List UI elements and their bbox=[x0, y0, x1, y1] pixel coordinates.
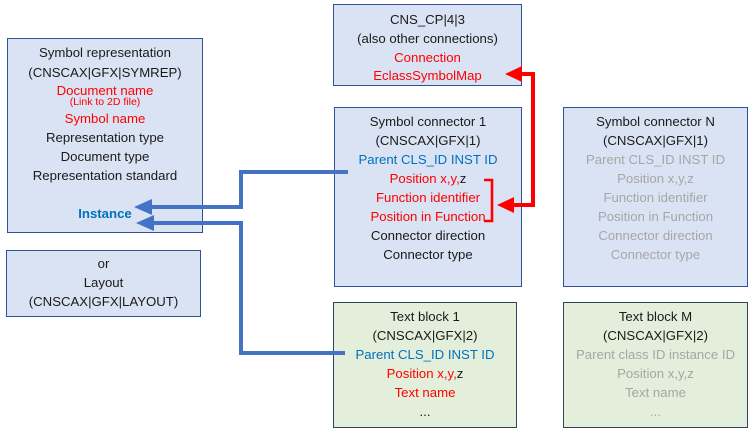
text-block-1-box: Text block 1 (CNSCAX|GFX|2) Parent CLS_I… bbox=[333, 302, 517, 428]
symbol-name-field: Symbol name bbox=[64, 111, 146, 126]
symbol-connector-n-box: Symbol connector N (CNSCAX|GFX|1) Parent… bbox=[563, 107, 748, 287]
layout-box: or Layout (CNSCAX|GFX|LAYOUT) bbox=[6, 250, 201, 317]
instance-field: Instance bbox=[78, 206, 132, 221]
connector-direction-field-n: Connector direction bbox=[598, 228, 713, 243]
text-block-m-box: Text block M (CNSCAX|GFX|2) Parent class… bbox=[563, 302, 748, 428]
parent-cls-id-field: Parent CLS_ID INST ID bbox=[358, 152, 498, 167]
text-block-1-position-field: Position x,y,z bbox=[334, 364, 516, 383]
connector-type-field: Connector type bbox=[383, 247, 473, 262]
layout-subtitle: (CNSCAX|GFX|LAYOUT) bbox=[28, 294, 179, 309]
cns-cp-title: CNS_CP|4|3 bbox=[389, 12, 466, 27]
connector-direction-field: Connector direction bbox=[370, 228, 486, 243]
text-block-1-parent-field: Parent CLS_ID INST ID bbox=[355, 347, 495, 362]
function-identifier-field: Function identifier bbox=[375, 190, 481, 205]
representation-standard-field: Representation standard bbox=[32, 168, 178, 183]
connection-field: Connection bbox=[394, 50, 461, 65]
text-block-1-ellipsis: ... bbox=[419, 404, 431, 419]
position-in-function-field-n: Position in Function bbox=[597, 209, 714, 224]
layout-title: Layout bbox=[83, 275, 124, 290]
link-to-2d-file-note: (Link to 2D file) bbox=[69, 96, 141, 108]
position-z-black: z bbox=[459, 171, 467, 186]
symbol-connector-1-box: Symbol connector 1 (CNSCAX|GFX|1) Parent… bbox=[334, 107, 522, 287]
document-type-field: Document type bbox=[60, 149, 150, 164]
representation-type-field: Representation type bbox=[45, 130, 165, 145]
text-block-m-subtitle: (CNSCAX|GFX|2) bbox=[602, 328, 709, 343]
cns-cp-subtitle: (also other connections) bbox=[357, 31, 498, 46]
text-block-m-ellipsis: ... bbox=[650, 404, 661, 419]
symbol-connector-n-subtitle: (CNSCAX|GFX|1) bbox=[602, 133, 709, 148]
eclass-symbol-map-field: EclassSymbolMap bbox=[373, 68, 482, 83]
text-name-field: Text name bbox=[394, 385, 456, 400]
text-block-1-subtitle: (CNSCAX|GFX|2) bbox=[372, 328, 478, 343]
position-xy-red: Position x,y, bbox=[389, 171, 460, 186]
text-block-1-position-xy-red: Position x,y, bbox=[386, 366, 457, 381]
position-in-function-field: Position in Function bbox=[370, 209, 486, 224]
symbol-representation-title: Symbol representation bbox=[39, 45, 171, 60]
text-block-m-parent-field: Parent class ID instance ID bbox=[575, 347, 736, 362]
symbol-representation-box: Symbol representation (CNSCAX|GFX|SYMREP… bbox=[7, 38, 203, 233]
symbol-representation-subtitle: (CNSCAX|GFX|SYMREP) bbox=[28, 65, 182, 80]
text-block-m-title: Text block M bbox=[618, 309, 693, 324]
text-block-1-position-z-black: z bbox=[456, 366, 464, 381]
position-xyz-field: Position x,y,z bbox=[335, 169, 521, 188]
document-name-field: Document name bbox=[56, 83, 154, 98]
text-block-m-position-field: Position x,y,z bbox=[617, 366, 694, 381]
position-xyz-field-n: Position x,y,z bbox=[617, 171, 694, 186]
cns-cp-box: CNS_CP|4|3 (also other connections) Conn… bbox=[333, 4, 522, 86]
connector-type-field-n: Connector type bbox=[610, 247, 701, 262]
symbol-connector-1-title: Symbol connector 1 bbox=[369, 114, 487, 129]
text-block-1-title: Text block 1 bbox=[390, 309, 460, 324]
function-identifier-field-n: Function identifier bbox=[603, 190, 708, 205]
symbol-connector-n-title: Symbol connector N bbox=[596, 114, 715, 129]
parent-cls-id-field-n: Parent CLS_ID INST ID bbox=[585, 152, 725, 167]
symbol-connector-1-subtitle: (CNSCAX|GFX|1) bbox=[375, 133, 481, 148]
text-block-m-text-name-field: Text name bbox=[625, 385, 686, 400]
layout-or-label: or bbox=[97, 256, 110, 271]
